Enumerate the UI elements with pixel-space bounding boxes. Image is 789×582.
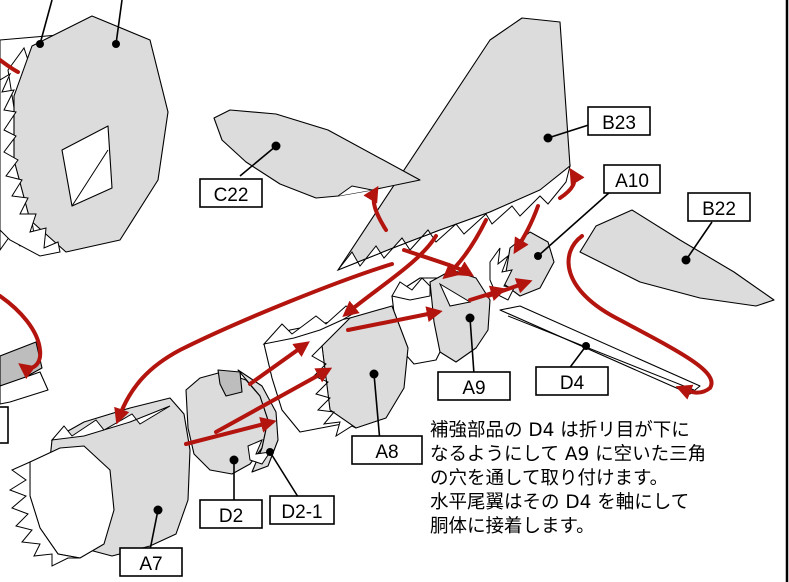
note-line-1: 補強部品の D4 は折リ目が下に (430, 420, 690, 441)
left-edge-piece (0, 294, 49, 444)
label-b23: B23 (602, 113, 636, 134)
label-a10: A10 (615, 171, 649, 192)
note-line-2: なるようにして A9 に空いた三角 (430, 444, 706, 465)
horizontal-stabilizer-b22: B22 (579, 192, 775, 307)
label-a7: A7 (139, 554, 162, 575)
instruction-note: 補強部品の D4 は折リ目が下に なるようにして A9 に空いた三角 の穴を通し… (430, 420, 706, 537)
vertical-fin-b23: B23 (336, 17, 651, 272)
bulkhead-d2: D2 D2-1 (185, 369, 335, 529)
label-b22: B22 (702, 199, 736, 220)
label-a9: A9 (462, 378, 485, 399)
note-line-5: 胴体に接着します。 (430, 516, 595, 537)
label-d2: D2 (219, 506, 243, 527)
fuselage-a8: A8 (262, 305, 423, 465)
reinforcement-d4: D4 (499, 305, 701, 396)
fuselage-a9: A9 (391, 269, 511, 401)
label-c22: C22 (214, 185, 249, 206)
note-line-3: の穴を通して取り付けます。 (430, 468, 668, 489)
label-d4: D4 (560, 373, 585, 394)
label-d2-1: D2-1 (281, 502, 322, 523)
fuselage-a7: A7 (8, 397, 191, 577)
assembly-arrows (114, 167, 714, 446)
label-a8: A8 (375, 442, 398, 463)
large-ring-part (0, 0, 169, 257)
note-line-4: 水平尾翼はその D4 を軸にして (430, 492, 689, 513)
horizontal-stabilizer-c22: C22 (199, 109, 421, 208)
